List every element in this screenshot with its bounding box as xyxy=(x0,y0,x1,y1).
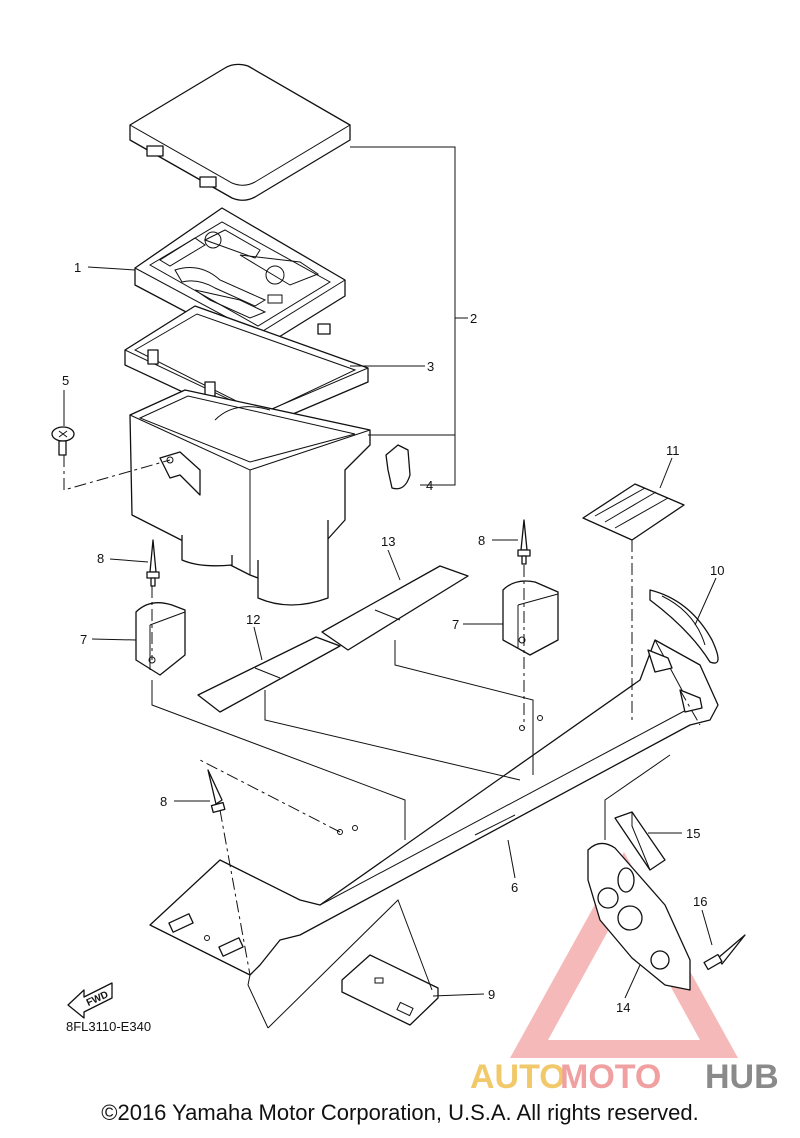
watermark-logo: AUTO MOTO HUB xyxy=(470,1058,779,1096)
callout-15: 15 xyxy=(686,826,700,841)
screw xyxy=(51,426,75,456)
callout-13: 13 xyxy=(381,534,395,549)
bracket-left xyxy=(135,602,186,676)
bracket-right xyxy=(502,580,559,656)
watermark-triangle xyxy=(510,852,738,1058)
svg-text:HUB: HUB xyxy=(705,1058,779,1096)
callout-2: 2 xyxy=(470,311,477,326)
strip-13 xyxy=(321,565,469,651)
callout-1: 1 xyxy=(74,260,81,275)
storage-box xyxy=(129,389,371,606)
strip-12 xyxy=(197,636,341,713)
copyright-notice: ©2016 Yamaha Motor Corporation, U.S.A. A… xyxy=(101,1100,699,1125)
callout-7a: 7 xyxy=(80,632,87,647)
callouts: 1 2 3 4 5 6 7 7 8 8 8 9 10 11 12 13 14 1… xyxy=(62,260,724,1015)
callout-14: 14 xyxy=(616,1000,630,1015)
pad xyxy=(582,483,685,541)
callout-10: 10 xyxy=(710,563,724,578)
callout-8a: 8 xyxy=(97,551,104,566)
diagram-code: 8FL3110-E340 xyxy=(66,1019,151,1034)
gasket-14 xyxy=(587,842,691,991)
callout-6: 6 xyxy=(511,880,518,895)
rivet-1 xyxy=(146,539,160,587)
callout-4: 4 xyxy=(426,478,433,493)
callout-5: 5 xyxy=(62,373,69,388)
rivet-3 xyxy=(207,769,226,814)
callout-3: 3 xyxy=(427,359,434,374)
fwd-arrow-icon: FWD xyxy=(67,982,113,1019)
callout-8c: 8 xyxy=(160,794,167,809)
clip xyxy=(385,444,411,490)
callout-16: 16 xyxy=(693,894,707,909)
pin-16 xyxy=(703,934,746,971)
callout-11: 11 xyxy=(666,443,680,458)
callout-12: 12 xyxy=(246,612,260,627)
rivet-2 xyxy=(517,519,531,565)
leader-lines xyxy=(63,146,717,1029)
svg-text:MOTO: MOTO xyxy=(560,1058,661,1096)
block-15 xyxy=(614,811,666,871)
wire-bracket xyxy=(649,589,719,664)
svg-text:AUTO: AUTO xyxy=(470,1058,566,1096)
plate-9 xyxy=(341,954,439,1026)
callout-8b: 8 xyxy=(478,533,485,548)
main-tray xyxy=(149,639,719,976)
callout-7b: 7 xyxy=(452,617,459,632)
box-frame xyxy=(124,305,369,429)
storage-lid xyxy=(129,63,351,201)
callout-9: 9 xyxy=(488,987,495,1002)
